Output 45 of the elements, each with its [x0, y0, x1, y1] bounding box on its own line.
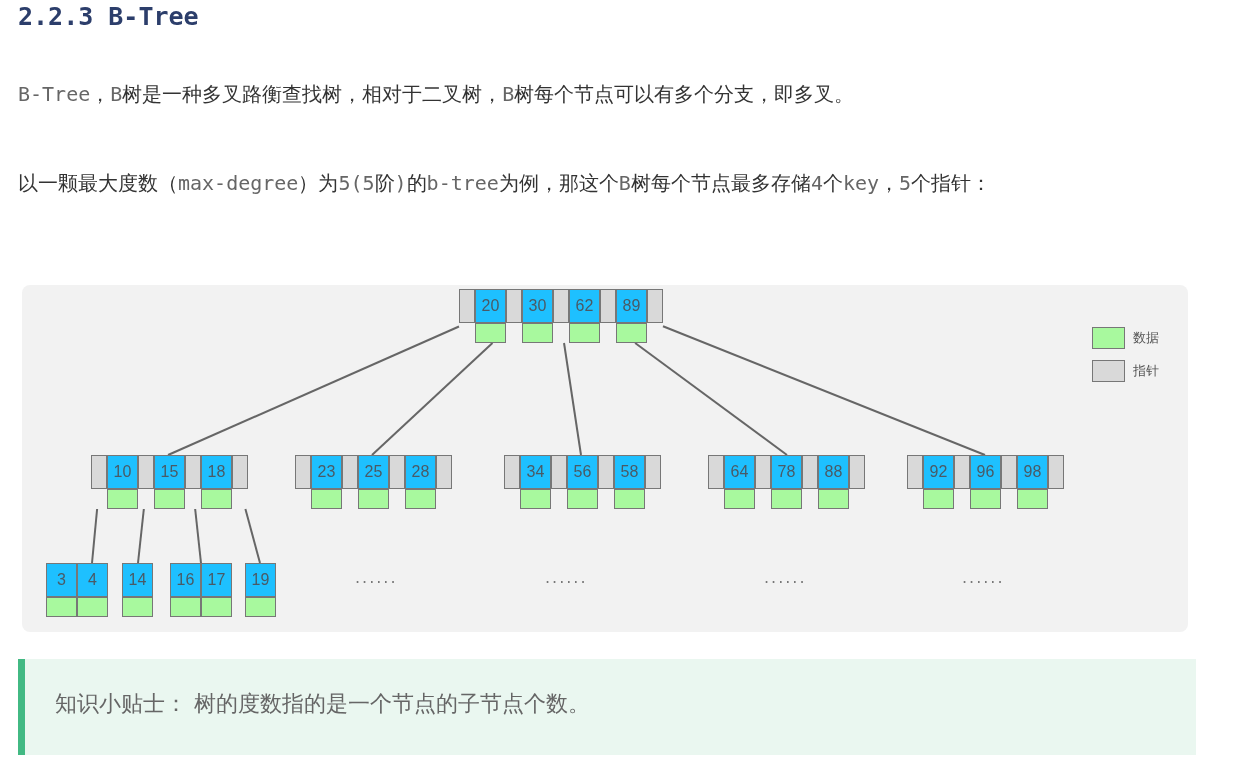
key-cell: 96: [970, 455, 1001, 489]
key-cell: 10: [107, 455, 138, 489]
ellipsis: ......: [962, 568, 1005, 587]
key-cell: 88: [818, 455, 849, 489]
ellipsis: ......: [545, 568, 588, 587]
key-cell: 92: [923, 455, 954, 489]
key-cell: 4: [77, 563, 108, 597]
connector-line: [167, 325, 460, 456]
key-cell: 23: [311, 455, 342, 489]
connector-line: [91, 508, 99, 564]
connector-line: [634, 342, 788, 456]
heading: 2.2.3 B-Tree: [18, 2, 199, 31]
key-cell: 64: [724, 455, 755, 489]
key-cell: 16: [170, 563, 201, 597]
connector-line: [137, 508, 145, 564]
key-cell: 98: [1017, 455, 1048, 489]
key-cell: 62: [569, 289, 600, 323]
key-cell: 56: [567, 455, 598, 489]
key-cell: 18: [201, 455, 232, 489]
legend-label: 数据: [1133, 329, 1159, 347]
key-cell: 14: [122, 563, 153, 597]
ellipsis: ......: [764, 568, 807, 587]
key-cell: 58: [614, 455, 645, 489]
key-cell: 17: [201, 563, 232, 597]
key-cell: 30: [522, 289, 553, 323]
connector-line: [244, 508, 261, 564]
tip-box: [18, 659, 1196, 755]
connector-line: [662, 325, 986, 456]
key-cell: 78: [771, 455, 802, 489]
legend-label: 指针: [1133, 362, 1159, 380]
connector-line: [371, 342, 494, 456]
key-cell: 19: [245, 563, 276, 597]
key-cell: 15: [154, 455, 185, 489]
key-cell: 34: [520, 455, 551, 489]
key-cell: 89: [616, 289, 647, 323]
connector-line: [563, 342, 582, 456]
paragraph: 以一颗最大度数（max-degree）为5(5阶)的b-tree为例，那这个B树每个节点最多存储4个key，5个指针：: [18, 170, 993, 197]
tip-text: 知识小贴士： 树的度数指的是一个节点的子节点个数。: [55, 690, 590, 718]
connector-line: [194, 508, 202, 564]
key-cell: 3: [46, 563, 77, 597]
key-cell: 20: [475, 289, 506, 323]
ellipsis: ......: [355, 568, 398, 587]
key-cell: 25: [358, 455, 389, 489]
key-cell: 28: [405, 455, 436, 489]
paragraph: B-Tree，B树是一种多叉路衡查找树，相对于二叉树，B树每个节点可以有多个分支，即多叉。: [18, 81, 856, 108]
